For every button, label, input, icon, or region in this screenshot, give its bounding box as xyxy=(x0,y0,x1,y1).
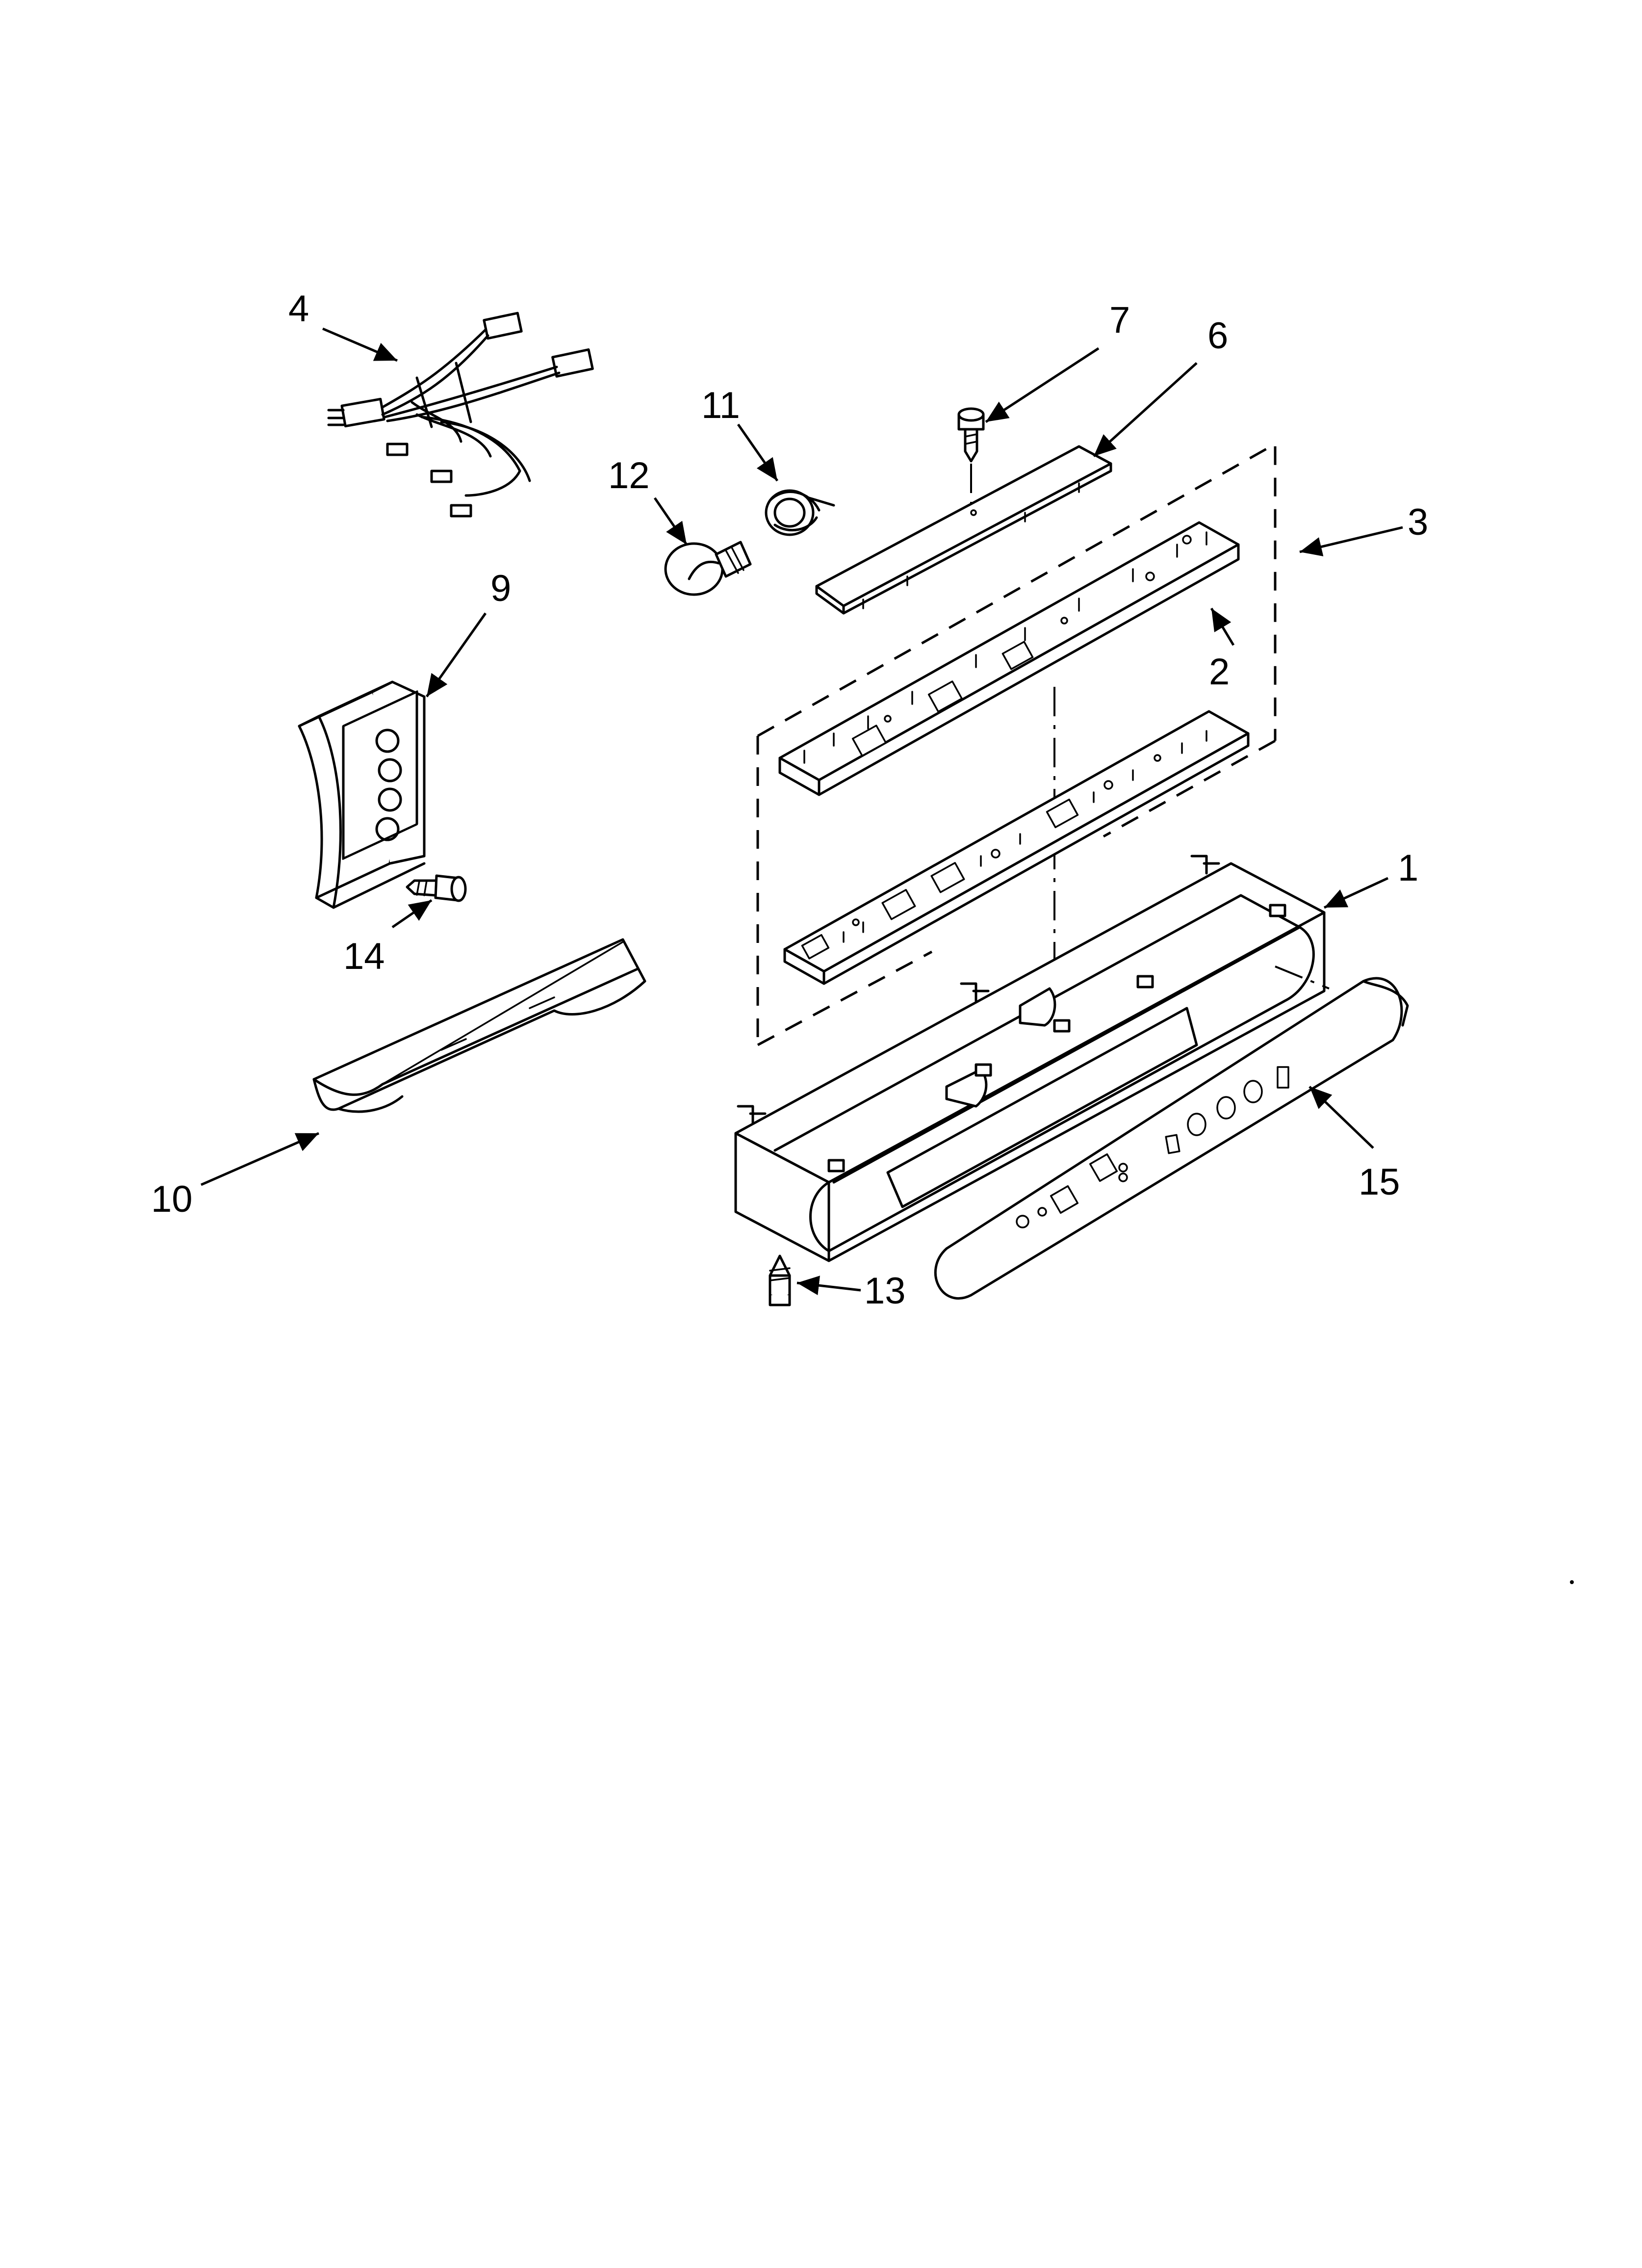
callout-3: 3 xyxy=(1408,501,1428,543)
control-board-lower xyxy=(783,710,1250,985)
housing-part xyxy=(734,855,1330,1262)
front-panel-part xyxy=(934,977,1409,1300)
lamp-socket-part xyxy=(765,489,835,536)
cover-plate-part xyxy=(815,445,1112,615)
channel-part xyxy=(312,938,646,1113)
callout-2: 2 xyxy=(1209,651,1230,693)
wire-harness-part xyxy=(327,312,594,518)
callout-13: 13 xyxy=(864,1270,906,1312)
control-board-upper xyxy=(778,521,1240,796)
callout-15: 15 xyxy=(1359,1161,1400,1203)
screw-part-14 xyxy=(406,874,467,902)
control-assembly-outline xyxy=(756,442,1277,1046)
callout-labels: 4 7 6 11 12 3 9 2 1 14 15 10 13 xyxy=(151,288,1428,1312)
callout-9: 9 xyxy=(490,568,511,609)
screw-part-13 xyxy=(769,1254,791,1306)
callout-1: 1 xyxy=(1398,847,1418,889)
callout-11: 11 xyxy=(701,385,740,426)
stray-dot xyxy=(1570,1580,1574,1584)
callout-6: 6 xyxy=(1207,315,1228,357)
callout-4: 4 xyxy=(288,288,309,330)
callout-14: 14 xyxy=(343,936,385,977)
callout-12: 12 xyxy=(608,455,650,496)
light-bulb-part xyxy=(664,541,752,596)
leader-arrows xyxy=(200,327,1403,1296)
callout-7: 7 xyxy=(1109,299,1130,341)
dispenser-trim-part xyxy=(298,680,426,909)
callout-10: 10 xyxy=(151,1178,193,1220)
screw-part-7 xyxy=(957,407,985,510)
